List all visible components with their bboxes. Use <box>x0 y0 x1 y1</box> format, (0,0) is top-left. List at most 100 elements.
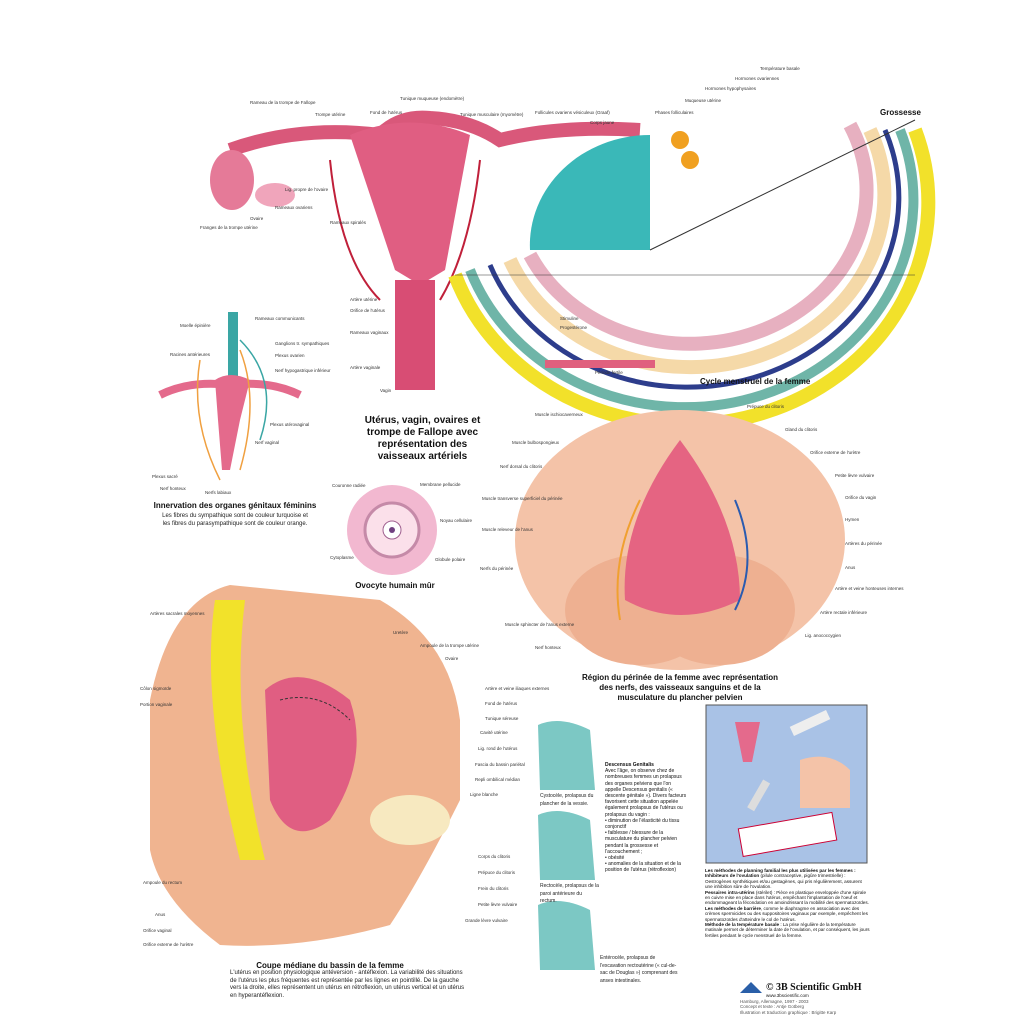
perineum-illustration <box>515 410 845 670</box>
item-text: , comme le diaphragme en association ave… <box>705 905 868 922</box>
label: Nerfs labiaux <box>205 490 232 495</box>
label: Follicules ovariens vésiculeux (Graaf) <box>535 110 610 115</box>
prolapse-title: Descensus Genitalis <box>605 762 654 768</box>
label: Tunique séreuse <box>485 716 519 721</box>
prolapse-text-block: Descensus Genitalis Avec l'âge, on obser… <box>605 762 687 874</box>
label: Rameaux vaginaux <box>350 330 389 335</box>
label: Ovaire <box>445 656 459 661</box>
label: Anus <box>845 565 856 570</box>
label: Rameaux spiralés <box>330 220 367 225</box>
label: Prépuce du clitoris <box>747 404 785 409</box>
label: Nerf hypogastrique inférieur <box>275 368 331 373</box>
label: Rameaux communicants <box>255 316 305 321</box>
item-head: Inhibiteurs de l'ovulation <box>705 873 760 879</box>
label: Hormones hypophysaires <box>705 86 757 91</box>
label: Noyau cellulaire <box>440 518 473 523</box>
publisher-name: © 3B Scientific GmbH <box>766 982 862 993</box>
innervation-subcaption: Les fibres du sympathique sont de couleu… <box>162 513 308 527</box>
label: Repli ombilical médian <box>475 777 521 782</box>
bullet-text: diminution de l'élasticité du tissu conj… <box>605 817 680 831</box>
label: Corps du clitoris <box>478 854 511 859</box>
pelvis-section-illustration <box>150 585 460 946</box>
publisher-concept: Concept et texte : Antje Gotberg <box>740 1004 805 1009</box>
contraception-panel <box>705 704 868 864</box>
label: Tunique muqueuse (endomètre) <box>400 96 465 101</box>
label: Muscle bulbospongieux <box>512 440 560 445</box>
label: Uretère <box>393 630 409 635</box>
label: Côlon sigmoïde <box>140 686 172 691</box>
label: Artères sacrales moyennes <box>150 611 205 616</box>
label: Grande lèvre vulvaire <box>465 918 508 923</box>
publisher-url[interactable]: www.3bscientific.com <box>766 993 809 998</box>
prolapse-bullet: • obésité <box>605 855 625 862</box>
label: Lig. rond de l'utérus <box>478 746 518 751</box>
label: Plexus utérovaginal <box>270 422 310 427</box>
label: Petite lèvre vulvaire <box>835 473 875 478</box>
label: Frein du clitoris <box>478 886 509 891</box>
label: Trompe utérine <box>315 112 346 117</box>
publisher-illustration: Illustration et traduction graphique : B… <box>740 1009 837 1015</box>
label: Muscle sphincter de l'anus externe <box>505 622 575 627</box>
3b-logo-icon <box>740 982 762 993</box>
label: Rameaux ovariens <box>275 205 313 210</box>
label: Orifice externe de l'urètre <box>810 450 861 455</box>
prolapse-bullet: • anomalies de la situation et de la pos… <box>605 861 681 874</box>
label: Cytoplasme <box>330 555 354 560</box>
prolapse-caption-3: Entérocèle, prolapsus de l'excavation re… <box>600 955 678 984</box>
label: Ligne blanche <box>470 792 499 797</box>
label: Artère utérine <box>350 297 378 302</box>
label: Ganglions tr. sympathiques <box>275 341 330 346</box>
label: Moelle épinière <box>180 323 211 328</box>
item-head: Les méthodes de barrière <box>705 905 761 911</box>
label: Hymen <box>845 517 860 522</box>
label: Température basale <box>760 66 800 71</box>
contraception-title: Les méthodes de planning familial les pl… <box>705 868 856 873</box>
label: Plexus sacré <box>152 474 178 479</box>
label: Artère et veine honteuses internes <box>835 586 904 591</box>
label: Prépuce du clitoris <box>478 870 516 875</box>
prolapse-caption-1: Cystocèle, prolapsus du plancher de la v… <box>540 793 594 807</box>
label: Tunique musculaire (myomètre) <box>460 112 524 117</box>
label: Anus <box>155 912 166 917</box>
label: Nerf honteux <box>160 486 186 491</box>
label: Ampoule de la trompe utérine <box>420 643 480 648</box>
label: Couronne radiée <box>332 483 366 488</box>
label: Fond de l'utérus <box>485 701 518 706</box>
pelvis-caption: Coupe médiane du bassin de la femme <box>256 961 404 970</box>
label: Phases folliculaires <box>655 110 694 115</box>
oocyte-caption: Ovocyte humain mûr <box>355 581 435 590</box>
label: Fond de l'utérus <box>370 110 403 115</box>
publisher-place: Hamburg, Allemagne, 1997 - 2003 <box>740 998 809 1004</box>
label: Lig. propre de l'ovaire <box>285 187 329 192</box>
label: Nerf dorsal du clitoris <box>500 464 543 469</box>
label: Muscle ischiocaverneux <box>535 412 583 417</box>
label: Vagin <box>380 388 392 393</box>
item-head: Méthode de la température basale <box>705 922 780 928</box>
bullet-text: anomalies de la situation et de la posit… <box>605 861 681 874</box>
oocyte-illustration <box>347 485 437 575</box>
label: Artère vaginale <box>350 365 381 370</box>
label: Lig. anococcygien <box>805 633 842 638</box>
label: Rameau de la trompe de Fallope <box>250 100 316 105</box>
innervation-caption: Innervation des organes génitaux féminin… <box>153 501 317 510</box>
pelvis-description: L'utérus en position physiologique antév… <box>230 970 465 999</box>
label: Petite lèvre vulvaire <box>478 902 518 907</box>
label: Muscle transverse superficiel du périnée <box>482 496 563 501</box>
innervation-illustration <box>158 312 302 481</box>
label: Artère rectale inférieure <box>820 610 868 615</box>
contraception-item: Inhibiteurs de l'ovulation (pilule contr… <box>705 873 870 889</box>
label: Cavité utérine <box>480 730 508 735</box>
prolapse-caption-2: Rectocèle, prolapsus de la paroi antérie… <box>540 883 599 904</box>
menstrual-cycle-diagram <box>448 119 936 432</box>
contraception-item: Méthode de la température basale : La pr… <box>705 922 870 938</box>
label: Artère et veine iliaques externes <box>485 686 550 691</box>
contraception-item: Les méthodes de barrière, comme le diaph… <box>705 906 870 922</box>
label: Orifice externe de l'urètre <box>143 942 194 947</box>
item-head: Pessaires intra-utérins <box>705 889 755 895</box>
label: Muqueuse utérine <box>685 98 722 103</box>
bullet-text: faiblesse / blessure de la musculature d… <box>605 830 677 855</box>
uterus-illustration <box>210 110 641 390</box>
contraception-item: Pessaires intra-utérins (stérilet) : Piè… <box>705 890 870 906</box>
prolapse-bullet: • faiblesse / blessure de la musculature… <box>605 830 677 855</box>
